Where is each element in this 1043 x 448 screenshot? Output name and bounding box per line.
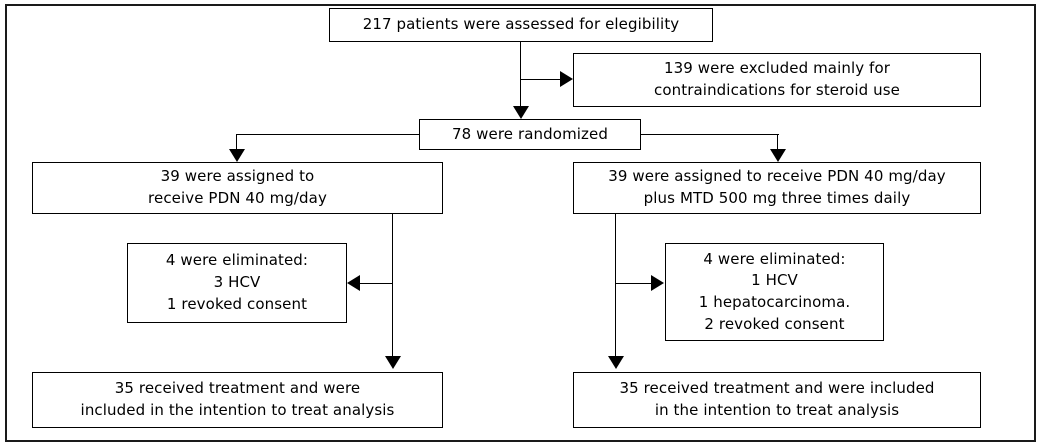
- node-text-line: in the intention to treat analysis: [654, 401, 900, 419]
- connector-randomized-right-v: [777, 134, 778, 150]
- arrow-assessed-to-randomized: [513, 106, 529, 119]
- arrow-to-assign-left: [229, 149, 245, 162]
- node-text-line: 2 revoked consent: [704, 314, 845, 333]
- node-final-analysis-right: 35 received treatment and were included …: [573, 372, 981, 428]
- node-text-line: 35 received treatment and were included: [619, 379, 935, 398]
- arrow-to-eliminated-right: [651, 275, 664, 291]
- node-eliminated-right: 4 were eliminated: 1 HCV 1 hepatocarcino…: [665, 243, 884, 341]
- node-assigned-pdn-plus-mtd: 39 were assigned to receive PDN 40 mg/da…: [573, 162, 981, 214]
- arrow-to-eliminated-left: [347, 275, 360, 291]
- node-text-line: 39 were assigned to receive PDN 40 mg/da…: [608, 167, 946, 186]
- node-final-analysis-left: 35 received treatment and were included …: [32, 372, 443, 428]
- node-text-line: 3 HCV: [213, 273, 261, 292]
- node-text-line: 1 revoked consent: [166, 294, 308, 313]
- node-text-line: receive PDN 40 mg/day: [148, 189, 327, 207]
- arrow-to-final-left: [385, 356, 401, 369]
- node-text-line: 1 HCV: [751, 271, 798, 290]
- diagram-border: [5, 4, 1036, 442]
- connector-randomized-left-v: [236, 134, 237, 150]
- connector-randomized-left-h: [236, 134, 420, 135]
- node-randomized: 78 were randomized: [419, 119, 641, 150]
- arrow-to-excluded: [560, 71, 573, 87]
- node-text-line: included in the intention to treat analy…: [80, 401, 395, 419]
- node-text-line: plus MTD 500 mg three times daily: [643, 189, 911, 207]
- node-text-line: 4 were eliminated:: [703, 249, 846, 268]
- node-eliminated-left: 4 were eliminated: 3 HCV 1 revoked conse…: [127, 243, 347, 323]
- arrow-to-final-right: [608, 356, 624, 369]
- connector-right-trunk: [615, 214, 616, 359]
- connector-assessed-trunk: [520, 42, 521, 114]
- node-text-line: 4 were eliminated:: [165, 251, 309, 270]
- node-text-line: 35 received treatment and were: [114, 379, 361, 398]
- connector-to-eliminated-left: [360, 283, 393, 284]
- arrow-to-assign-right: [770, 149, 786, 162]
- node-text-line: 78 were randomized: [452, 124, 608, 143]
- connector-to-eliminated-right: [615, 283, 653, 284]
- node-text-line: 217 patients were assessed for elegibili…: [362, 15, 680, 34]
- node-text-line: contraindications for steroid use: [654, 81, 900, 99]
- node-assessed-for-eligibility: 217 patients were assessed for elegibili…: [329, 8, 713, 42]
- node-assigned-pdn: 39 were assigned to receive PDN 40 mg/da…: [32, 162, 443, 214]
- connector-left-trunk: [392, 214, 393, 359]
- connector-randomized-right-h: [640, 134, 779, 135]
- node-excluded: 139 were excluded mainly for contraindic…: [573, 53, 981, 107]
- connector-assessed-to-excluded: [520, 79, 562, 80]
- node-text-line: 139 were excluded mainly for: [664, 59, 890, 78]
- node-text-line: 1 hepatocarcinoma.: [698, 293, 851, 311]
- node-text-line: 39 were assigned to: [160, 167, 315, 186]
